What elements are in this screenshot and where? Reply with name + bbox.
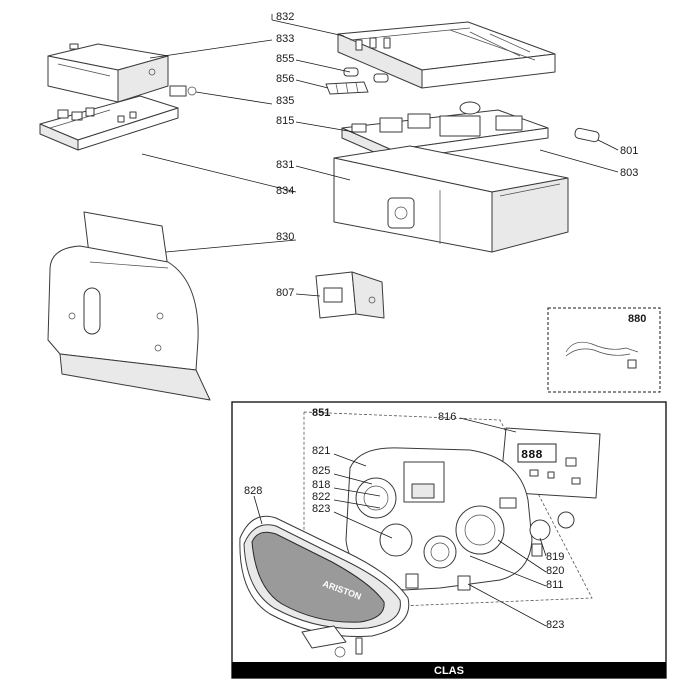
label-819: 819 (546, 551, 564, 563)
display-digits: 888 (521, 448, 543, 462)
part-816-display-board (499, 427, 601, 499)
part-815-main-board (341, 101, 549, 161)
part-851-control-panel (345, 447, 533, 591)
label-830: 830 (276, 231, 294, 243)
label-807: 807 (276, 287, 294, 299)
label-823-lower: 823 (546, 619, 564, 631)
label-811: 811 (546, 579, 564, 591)
label-823-upper: 823 (312, 503, 330, 515)
label-856: 856 (276, 73, 294, 85)
part-807-relay (315, 271, 385, 319)
label-834: 834 (276, 185, 294, 197)
label-803: 803 (620, 167, 638, 179)
part-856-connector (325, 81, 369, 95)
label-818: 818 (312, 479, 330, 491)
part-880-inset (547, 307, 661, 393)
label-832: 832 (276, 11, 294, 23)
part-832-terminal-strip (337, 21, 556, 89)
label-825: 825 (312, 465, 330, 477)
part-835-connector (169, 85, 197, 97)
label-833: 833 (276, 33, 294, 45)
part-819-820-potentiometers (529, 511, 575, 557)
part-number-labels: 832 833 855 856 835 815 801 803 831 834 … (244, 11, 646, 631)
label-835: 835 (276, 95, 294, 107)
label-831: 831 (276, 159, 294, 171)
label-816: 816 (438, 411, 456, 423)
label-801: 801 (620, 145, 638, 157)
label-821: 821 (312, 445, 330, 457)
part-830-front-cover (47, 211, 211, 401)
label-880: 880 (628, 313, 646, 325)
model-name: CLAS (434, 665, 464, 677)
part-855-fuses (343, 67, 389, 83)
part-828-fascia: ARISTON (239, 515, 410, 637)
part-833-enclosure (47, 43, 169, 103)
label-822: 822 (312, 491, 330, 503)
label-851: 851 (312, 407, 330, 419)
leader-lines (141, 14, 619, 627)
label-820: 820 (546, 565, 564, 577)
label-815: 815 (276, 115, 294, 127)
label-828: 828 (244, 485, 262, 497)
part-834-board (39, 95, 179, 151)
part-801-fuse (574, 127, 600, 143)
part-823-bracket (301, 625, 363, 658)
part-831-housing (333, 145, 569, 253)
label-855: 855 (276, 53, 294, 65)
clas-footer-bar (232, 662, 666, 678)
